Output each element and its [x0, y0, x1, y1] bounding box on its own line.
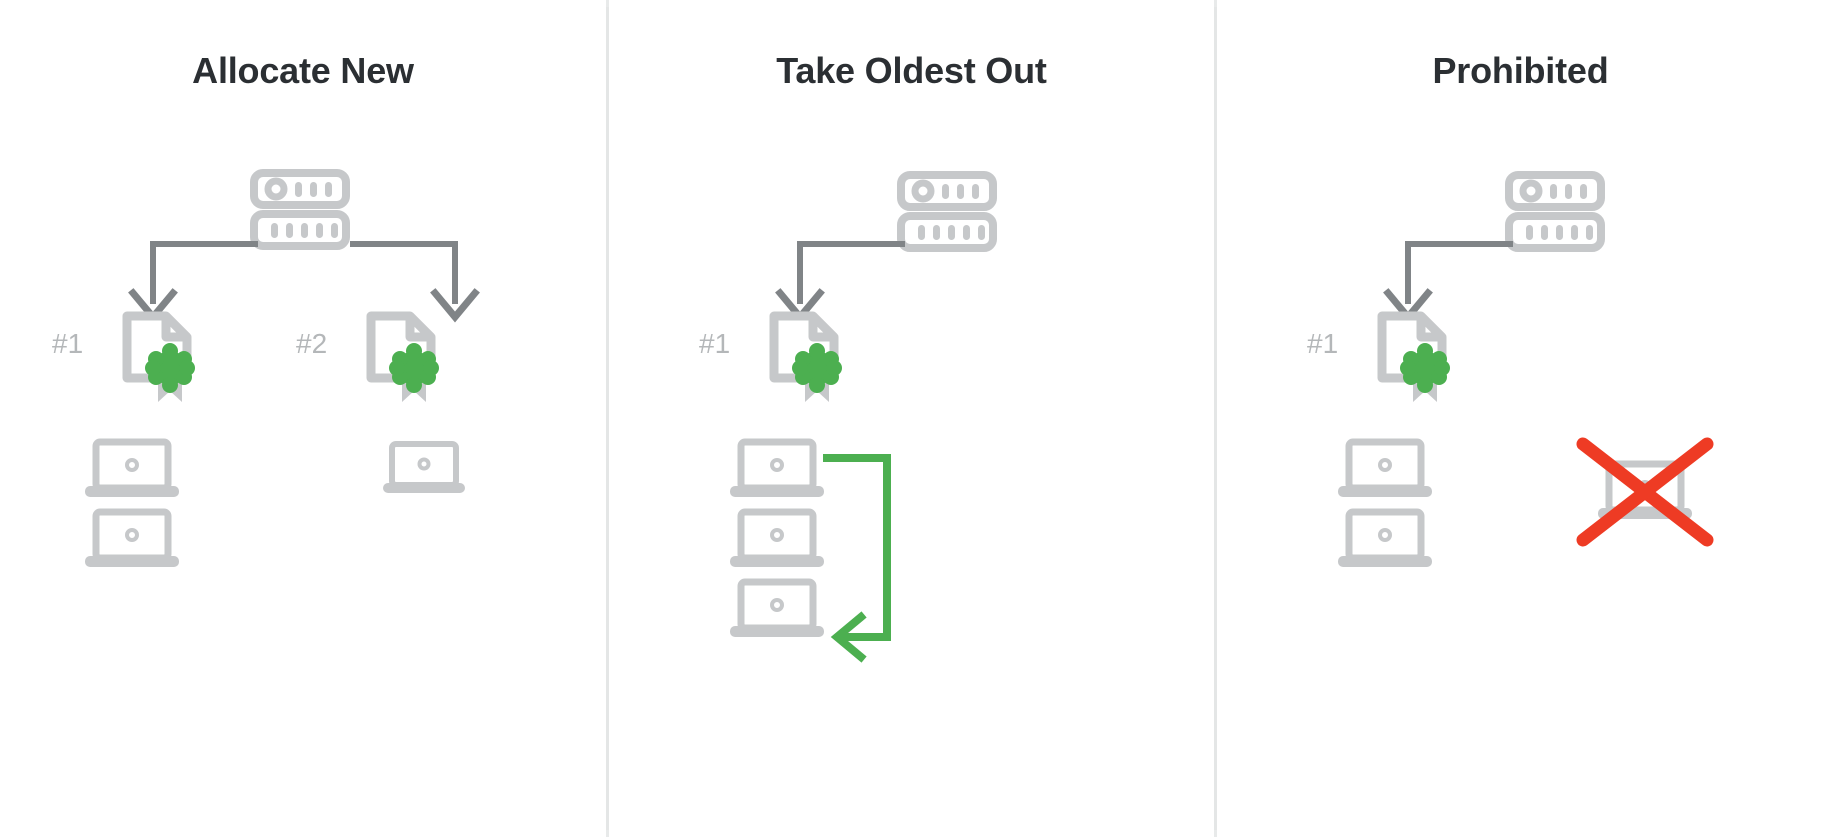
panel-divider-1	[606, 0, 609, 837]
laptop-icon	[727, 578, 827, 640]
group-label-1: #1	[699, 328, 731, 359]
branch-arrow-right	[348, 238, 480, 328]
laptop-icon	[82, 508, 182, 570]
panel-title-allocate-new: Allocate New	[192, 50, 414, 91]
server-icon	[1505, 171, 1605, 252]
group-label-1: #1	[1307, 328, 1339, 359]
laptop-icon	[82, 438, 182, 500]
panel-2-stage: #1	[609, 0, 1214, 837]
panel-1-stage: #1	[0, 0, 606, 837]
panel-divider-2	[1214, 0, 1217, 837]
certificate-seal-icon	[120, 310, 200, 405]
recycle-arrow-icon	[819, 445, 1019, 663]
certificate-seal-icon	[767, 310, 847, 405]
panel-title-prohibited: Prohibited	[1432, 50, 1609, 91]
laptop-icon	[380, 440, 468, 496]
panel-allocate-new: Allocate New	[0, 0, 606, 837]
panel-prohibited: Prohibited	[1217, 0, 1824, 837]
red-x-icon	[1576, 437, 1714, 547]
laptop-icon	[727, 508, 827, 570]
server-icon	[250, 169, 350, 250]
prohibited-laptop-group	[1565, 437, 1725, 598]
group-label-2: #2	[296, 328, 328, 359]
certificate-seal-icon	[1375, 310, 1455, 405]
server-icon	[897, 171, 997, 252]
laptop-icon	[1335, 508, 1435, 570]
panel-3-stage: #1	[1217, 0, 1824, 837]
group-label-1: #1	[52, 328, 84, 359]
certificate-seal-icon	[364, 310, 444, 405]
laptop-icon	[1335, 438, 1435, 500]
panel-title-take-oldest-out: Take Oldest Out	[776, 50, 1047, 91]
panel-take-oldest-out: Take Oldest Out	[609, 0, 1214, 837]
laptop-icon	[727, 438, 827, 500]
